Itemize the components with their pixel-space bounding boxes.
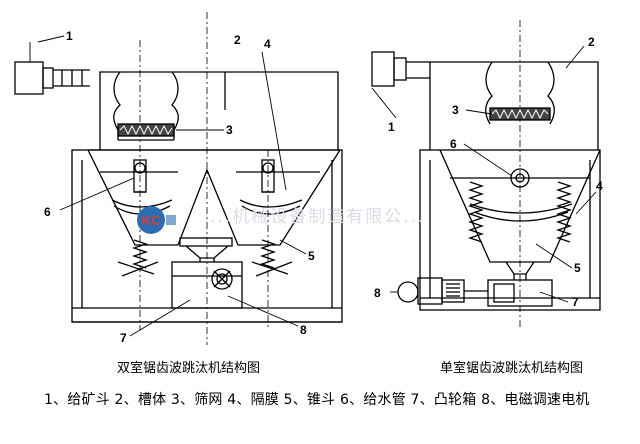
- left-leaders: [29, 35, 307, 337]
- left-callout-6: 6: [44, 205, 51, 219]
- left-callout-5: 5: [308, 249, 315, 263]
- right-callout-2: 2: [588, 35, 595, 49]
- right-callout-8: 8: [374, 286, 381, 300]
- left-callout-7: 7: [120, 331, 127, 345]
- left-springs: [131, 239, 277, 269]
- right-callout-7: 7: [572, 295, 579, 309]
- right-motor: [397, 277, 488, 305]
- left-water-pipes: [133, 159, 275, 193]
- right-tank-body: [429, 61, 599, 150]
- double-chamber-jig: 1 2 3 4 5 6 7 8: [14, 12, 343, 345]
- right-feed-hopper: [371, 51, 430, 87]
- right-callout-5: 5: [574, 261, 581, 275]
- right-springs: [467, 181, 573, 243]
- left-callout-8: 8: [300, 323, 307, 337]
- right-callout-3: 3: [452, 103, 459, 117]
- left-feed-hopper: [14, 61, 90, 95]
- left-tank-body: [88, 71, 340, 151]
- right-callout-4: 4: [596, 179, 603, 193]
- left-callouts: 1 2 3 4 5 6 7 8: [44, 29, 315, 345]
- left-callout-1: 1: [66, 29, 73, 43]
- right-water-pipe: [510, 168, 530, 188]
- right-callouts: 1 2 3 6 4 5 8 7: [374, 35, 603, 309]
- left-inner-duct: [113, 71, 179, 141]
- right-callout-1: 1: [388, 120, 395, 134]
- watermark-text: ...机械设备制造有限公...: [210, 207, 426, 227]
- left-callout-3: 3: [226, 123, 233, 137]
- left-braces: [117, 261, 293, 277]
- component-legend: 1、给矿斗 2、槽体 3、筛网 4、隔膜 5、锥斗 6、给水管 7、凸轮箱 8、…: [44, 392, 590, 408]
- right-discharge: [505, 261, 535, 280]
- right-cam-box: [487, 279, 553, 307]
- single-chamber-jig: 1 2 3 6 4 5 8 7: [371, 20, 603, 330]
- left-caption: 双室锯齿波跳汰机结构图: [117, 361, 261, 376]
- left-cone-hoppers: [87, 149, 341, 246]
- right-caption: 单室锯齿波跳汰机结构图: [440, 361, 584, 376]
- right-leaders: [371, 45, 597, 303]
- watermark-logo-text: KC: [142, 213, 161, 228]
- watermark-logo: KC: [136, 205, 178, 235]
- right-screen-mesh: [489, 107, 551, 121]
- left-centerlines: [139, 12, 269, 345]
- right-inner-duct: [485, 61, 555, 125]
- right-frame: [419, 149, 601, 311]
- right-callout-6: 6: [450, 137, 457, 151]
- left-callout-2: 2: [234, 33, 241, 47]
- left-cam-box: [171, 261, 243, 309]
- left-callout-4: 4: [264, 37, 271, 51]
- left-screen-mesh: [117, 123, 175, 137]
- left-discharge: [179, 237, 233, 262]
- left-frame: [71, 149, 343, 323]
